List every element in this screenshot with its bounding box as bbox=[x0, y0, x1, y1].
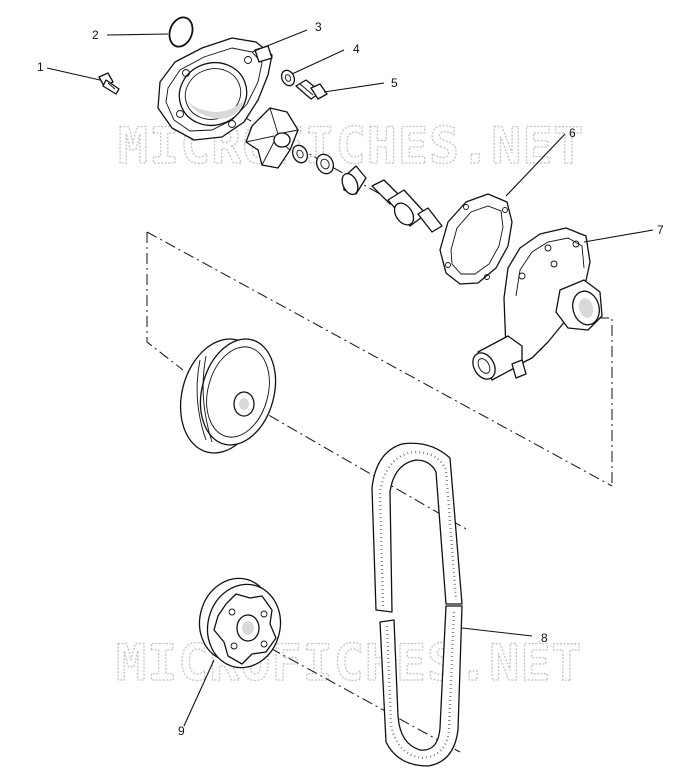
o-ring bbox=[168, 16, 194, 48]
callout-7: 7 bbox=[657, 223, 664, 237]
callout-8: 8 bbox=[541, 631, 548, 645]
shaft-seals bbox=[291, 144, 367, 196]
leader-lines bbox=[46, 29, 654, 727]
large-pulley bbox=[179, 338, 277, 454]
callout-9: 9 bbox=[178, 724, 185, 738]
impeller bbox=[245, 107, 299, 169]
callout-labels: 1 2 3 4 5 6 7 8 9 bbox=[37, 20, 664, 738]
callout-1: 1 bbox=[37, 60, 44, 74]
drive-pulley bbox=[198, 577, 282, 669]
callout-6: 6 bbox=[569, 126, 576, 140]
gasket bbox=[439, 193, 513, 285]
callout-4: 4 bbox=[353, 42, 360, 56]
callout-3: 3 bbox=[315, 20, 322, 34]
pump-shaft bbox=[371, 179, 443, 233]
drive-belt bbox=[371, 442, 463, 767]
water-pump-housing bbox=[472, 227, 603, 381]
callout-2: 2 bbox=[92, 28, 99, 42]
drain-plug bbox=[98, 72, 120, 95]
watermark-bottom: MICROFICHES.NET bbox=[116, 634, 583, 692]
callout-5: 5 bbox=[391, 76, 398, 90]
bolt bbox=[295, 79, 328, 100]
washer bbox=[280, 69, 296, 87]
pump-cover bbox=[157, 37, 273, 141]
